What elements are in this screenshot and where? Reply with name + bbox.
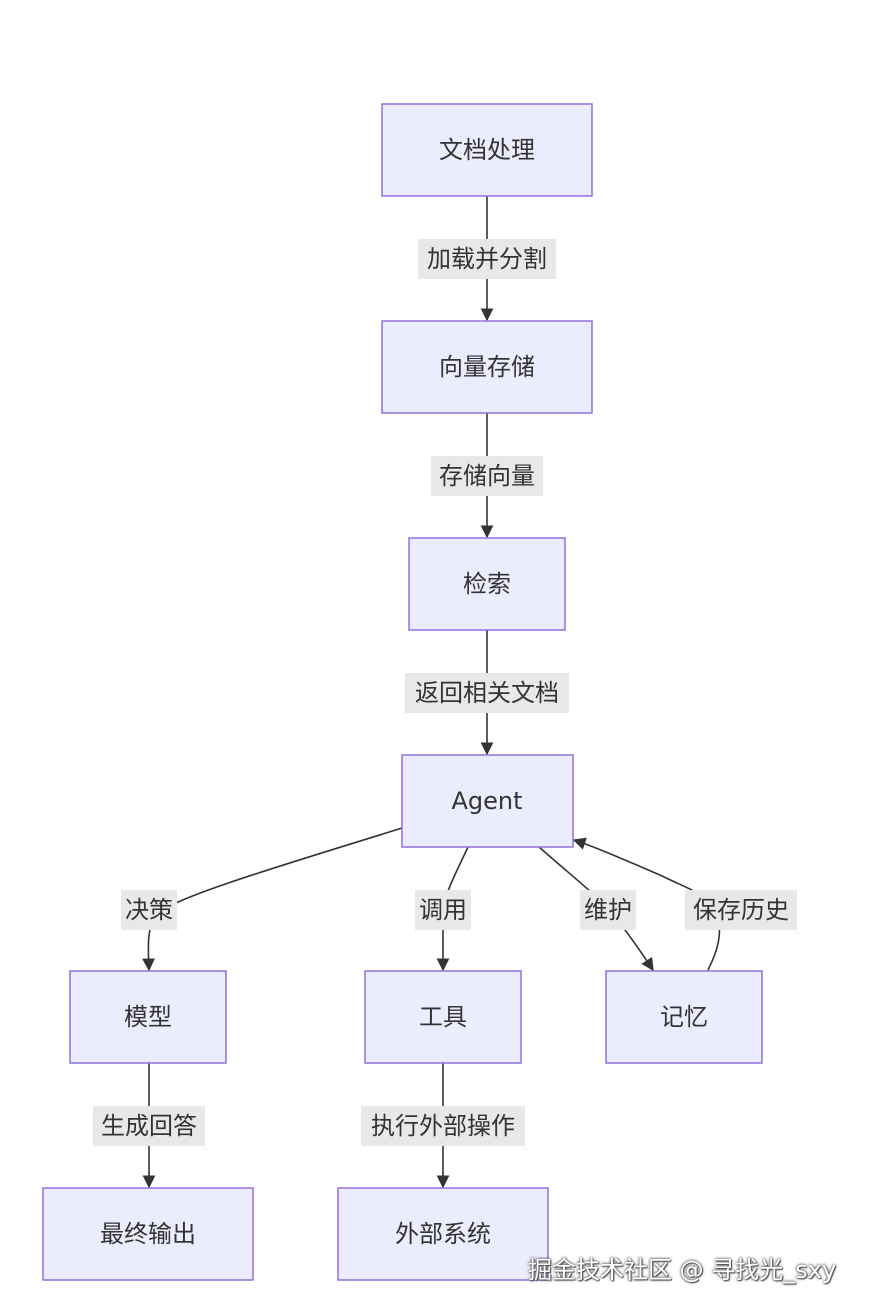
svg-text:执行外部操作: 执行外部操作 [371,1112,515,1140]
svg-text:模型: 模型 [124,1003,172,1031]
svg-text:文档处理: 文档处理 [439,136,535,164]
edge-label-store-vectors: 存储向量 [431,456,543,496]
svg-text:Agent: Agent [451,787,522,815]
svg-text:决策: 决策 [125,896,173,924]
node-doc-processing: 文档处理 [381,103,593,197]
svg-text:加载并分割: 加载并分割 [427,245,547,273]
watermark: 掘金技术社区 @ 寻找光_sxy [528,1256,837,1284]
svg-text:最终输出: 最终输出 [100,1220,196,1248]
edge-label-save-history: 保存历史 [685,890,797,930]
svg-text:存储向量: 存储向量 [439,462,535,490]
svg-text:向量存储: 向量存储 [439,353,535,381]
node-tools: 工具 [364,970,522,1064]
edge-label-return-docs: 返回相关文档 [405,673,569,713]
node-model: 模型 [69,970,227,1064]
edge-label-invoke: 调用 [415,890,471,930]
node-external-system: 外部系统 [337,1187,549,1281]
svg-text:外部系统: 外部系统 [395,1220,491,1248]
edge-label-execute-external: 执行外部操作 [361,1106,525,1146]
svg-text:检索: 检索 [463,570,511,598]
edge-label-load-split: 加载并分割 [418,239,556,279]
node-agent: Agent [401,754,574,848]
edge-memory-to-agent [572,837,721,971]
node-final-output: 最终输出 [42,1187,254,1281]
edge-label-decide: 决策 [121,890,177,930]
edge-label-maintain: 维护 [580,890,636,930]
node-vector-store: 向量存储 [381,320,593,414]
svg-text:返回相关文档: 返回相关文档 [415,679,559,707]
svg-text:生成回答: 生成回答 [101,1112,197,1140]
edge-label-generate-answer: 生成回答 [93,1106,205,1146]
node-retrieval: 检索 [408,537,566,631]
svg-text:工具: 工具 [419,1003,467,1031]
node-memory: 记忆 [605,970,763,1064]
edge-agent-to-model [142,827,403,972]
svg-text:调用: 调用 [419,896,467,924]
svg-text:维护: 维护 [584,896,632,924]
svg-text:保存历史: 保存历史 [693,896,789,924]
svg-text:记忆: 记忆 [660,1003,708,1031]
